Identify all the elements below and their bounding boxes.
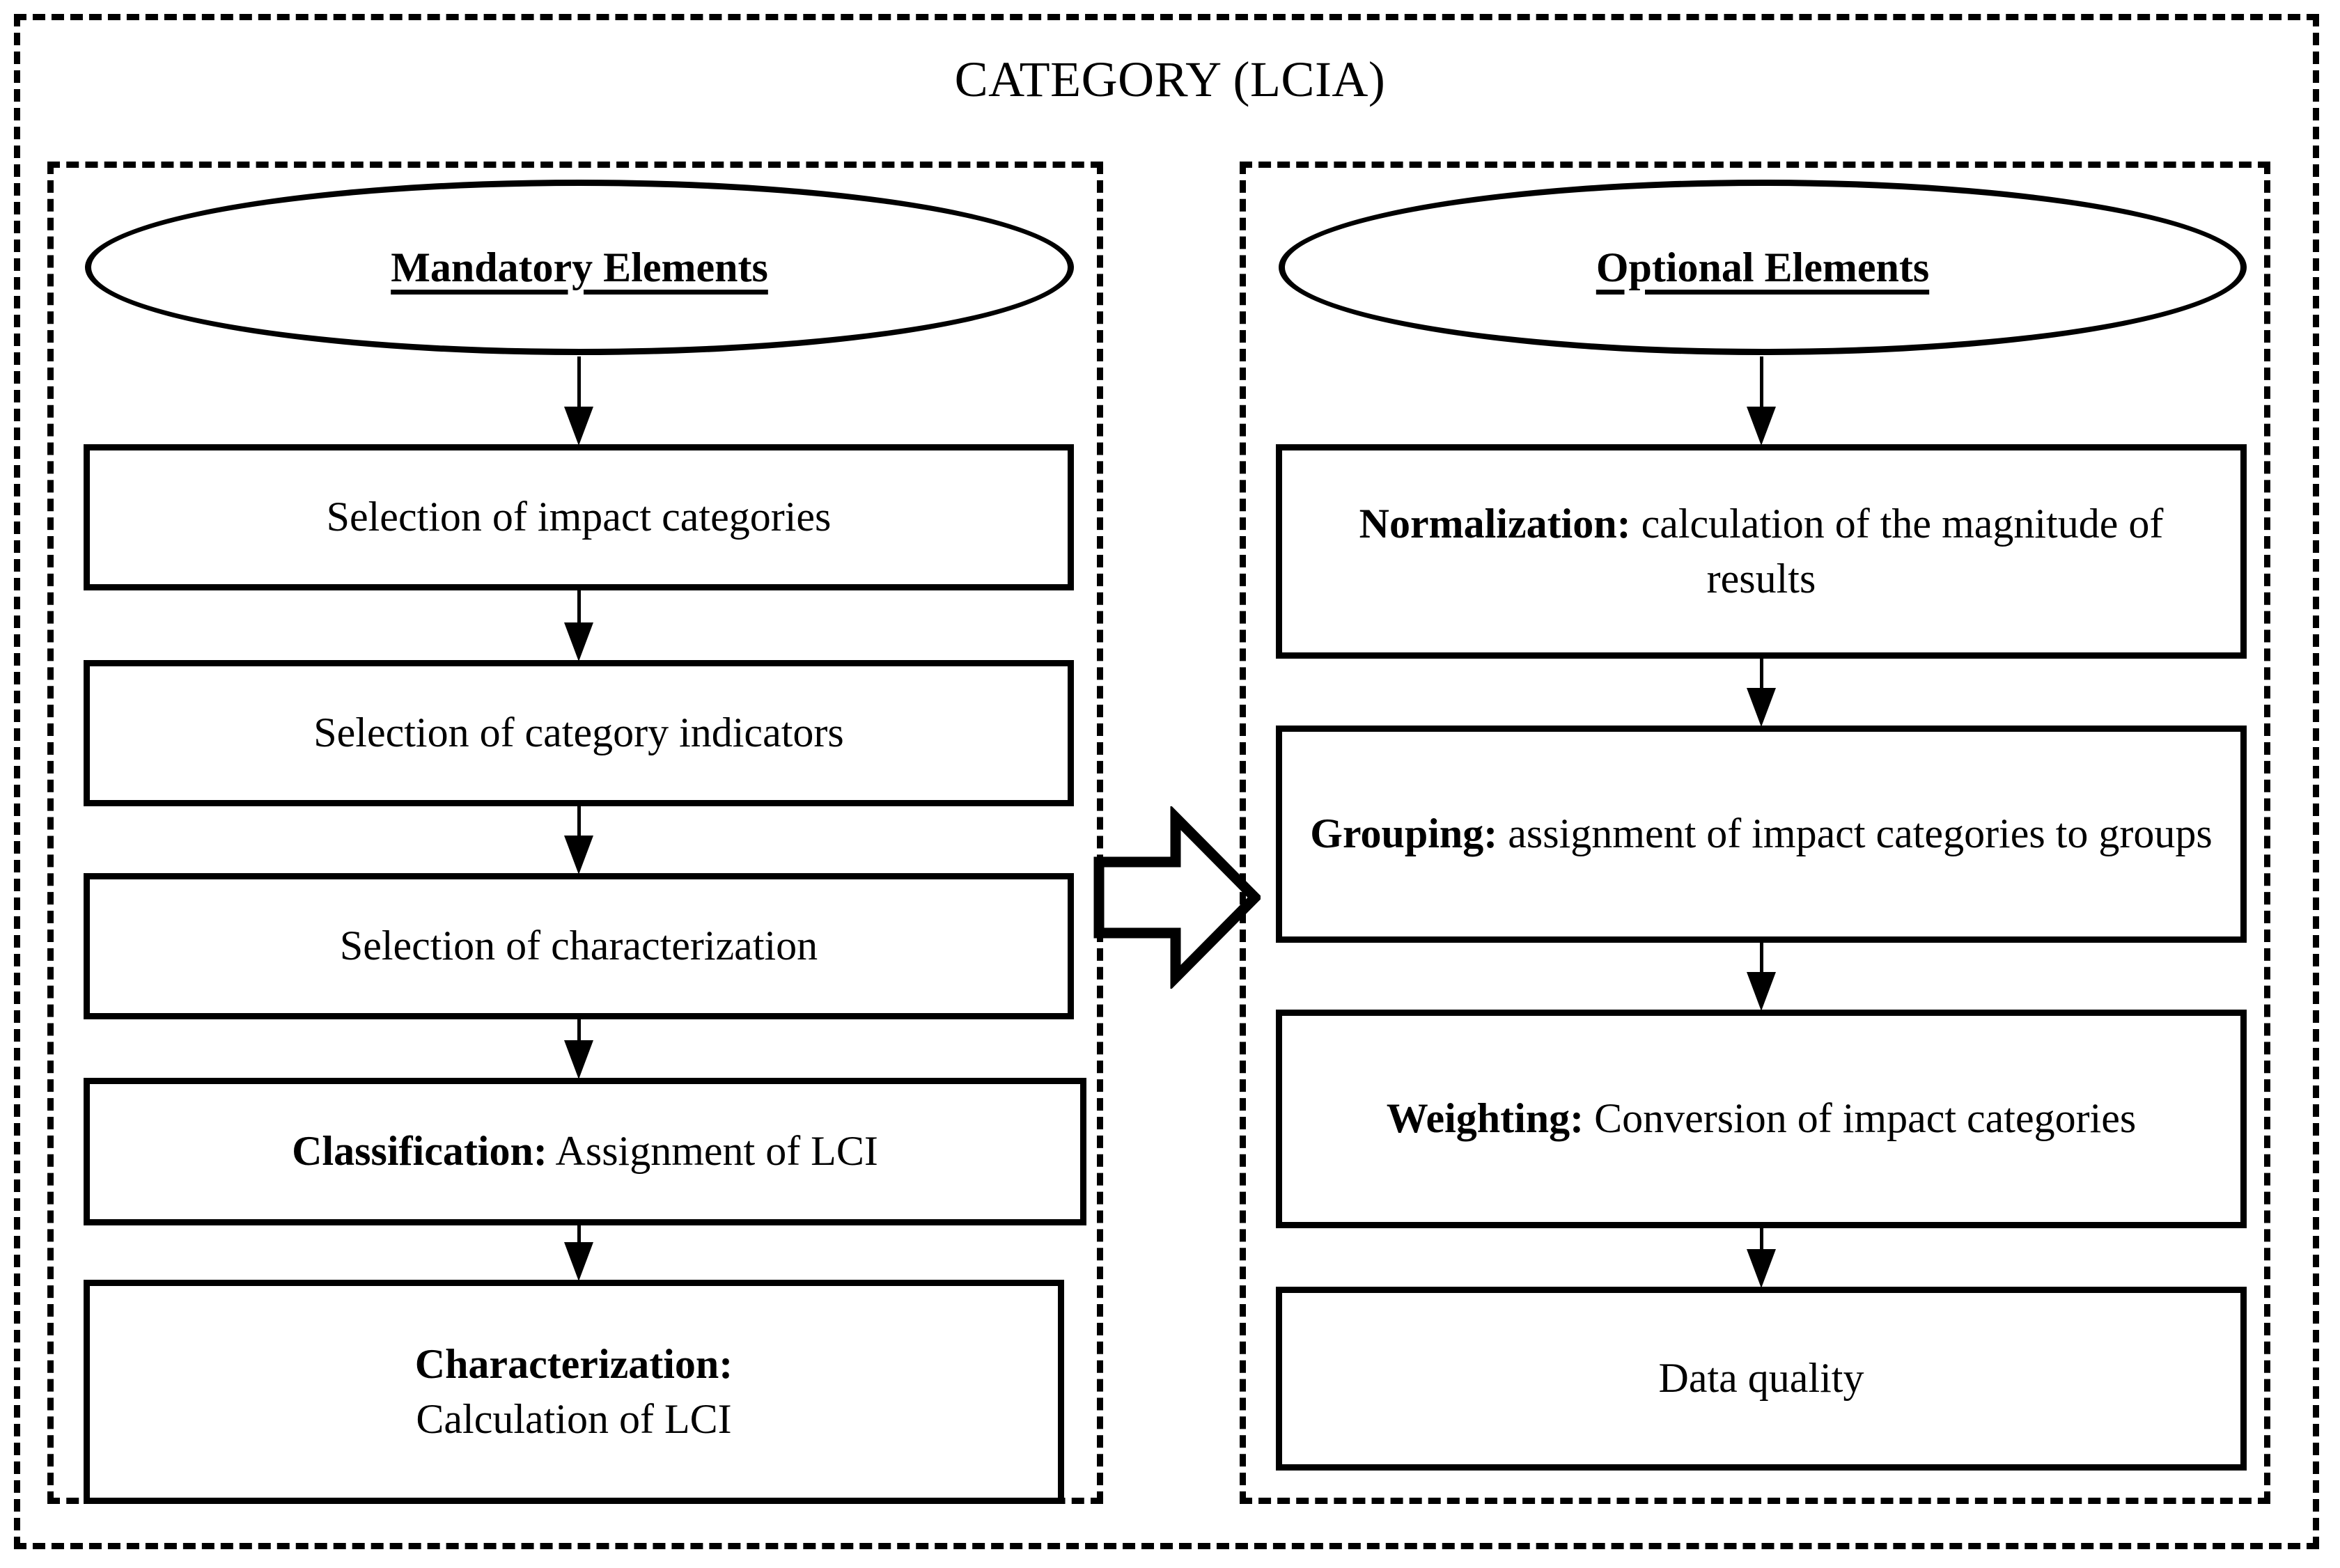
optional-column-frame [1240,162,2270,1504]
step-label-rest: Conversion of impact categories [1584,1095,2137,1142]
step-normalization: Normalization: calculation of the magnit… [1276,444,2247,659]
step-label: Characterization: Calculation of LCI [415,1337,733,1447]
step-data-quality: Data quality [1276,1287,2247,1471]
outer-dashed-frame [14,14,2319,1549]
arrow-weighting-to-data-quality-icon [1746,1228,1777,1288]
step-selection-of-characterization: Selection of characterization [84,873,1074,1019]
arrow-grouping-to-weighting-icon [1746,943,1777,1011]
step-label: Selection of characterization [339,923,818,969]
step-selection-of-impact-categories: Selection of impact categories [84,444,1074,590]
step-label: Selection of category indicators [313,709,844,756]
step-label-rest: assignment of impact categories to group… [1497,810,2213,857]
mandatory-elements-label: Mandatory Elements [391,244,768,290]
arrow-step3-to-step4-icon [563,1019,594,1079]
arrow-optional-to-normalization-icon [1746,356,1777,446]
optional-elements-ellipse: Optional Elements [1279,180,2247,355]
step-grouping: Grouping: assignment of impact categorie… [1276,726,2247,943]
step-label: Classification: Assignment of LCI [292,1124,878,1179]
arrow-mandatory-to-step1-icon [563,356,594,446]
step-selection-of-category-indicators: Selection of category indicators [84,660,1074,806]
step-label-rest: Calculation of LCI [416,1396,732,1442]
step-label-rest: Assignment of LCI [547,1128,878,1175]
block-arrow-right-icon [1093,804,1263,991]
step-label: Data quality [1658,1355,1864,1402]
step-label: Weighting: Conversion of impact categori… [1387,1091,2136,1146]
optional-elements-label: Optional Elements [1596,244,1930,290]
arrow-normalization-to-grouping-icon [1746,659,1777,727]
step-label: Normalization: calculation of the magnit… [1300,496,2222,606]
step-label-bold: Normalization: [1359,500,1631,547]
step-label-bold: Grouping: [1310,810,1498,857]
step-label: Grouping: assignment of impact categorie… [1310,806,2212,861]
arrow-step1-to-step2-icon [563,590,594,661]
step-label-bold: Characterization: [414,1340,733,1387]
mandatory-elements-ellipse: Mandatory Elements [85,180,1074,355]
step-weighting: Weighting: Conversion of impact categori… [1276,1010,2247,1228]
step-label-bold: Weighting: [1386,1095,1584,1142]
step-label-bold: Classification: [292,1128,547,1175]
step-label: Selection of impact categories [326,494,832,540]
step-label-rest: calculation of the magnitude of results [1630,500,2164,602]
step-classification: Classification: Assignment of LCI [84,1078,1086,1225]
page-title: CATEGORY (LCIA) [954,52,1386,107]
arrow-step4-to-step5-icon [563,1225,594,1281]
step-characterization: Characterization: Calculation of LCI [84,1280,1064,1504]
arrow-step2-to-step3-icon [563,806,594,875]
